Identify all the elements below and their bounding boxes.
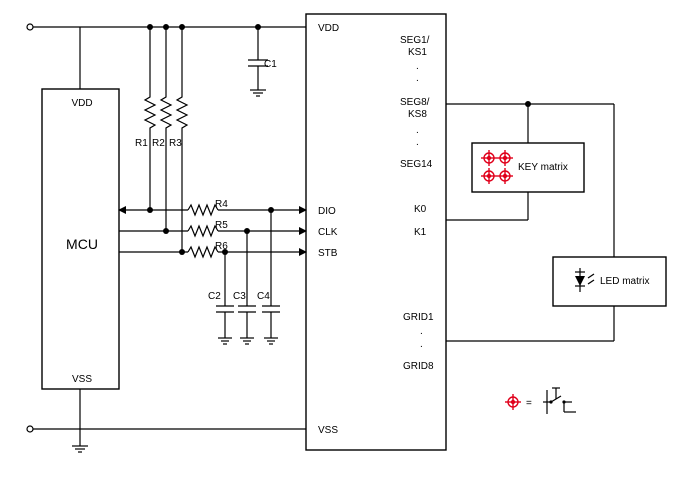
switch-icon (543, 387, 576, 414)
grid-bus-wiring (446, 306, 615, 342)
key-return-wiring (446, 192, 529, 221)
driver-ic-block: VDD VSS SEG1/ KS1 . . SEG8/ KS8 . . SEG1… (305, 13, 447, 451)
seg8-label: SEG8/ (400, 97, 430, 108)
r2-label: R2 (152, 138, 165, 149)
capacitor-c1 (248, 24, 268, 97)
c1-label: C1 (264, 59, 277, 70)
ellipsis-3: . (416, 125, 419, 136)
key-matrix-block: KEY matrix (471, 142, 585, 193)
k1-label: K1 (414, 227, 427, 238)
c3-label: C3 (233, 291, 246, 302)
mcu-vss-label: VSS (72, 374, 92, 385)
ellipsis-1: . (416, 61, 419, 72)
ks8-label: KS8 (408, 109, 427, 120)
c4-label: C4 (257, 291, 270, 302)
r1-label: R1 (135, 138, 148, 149)
r3-label: R3 (169, 138, 182, 149)
c2-label: C2 (208, 291, 221, 302)
mcu-block: VDD MCU VSS (41, 88, 120, 390)
ks1-label: KS1 (408, 47, 427, 58)
ellipsis-5: . (420, 326, 423, 337)
resistor-r2 (159, 24, 173, 234)
capacitor-c3 (238, 231, 256, 345)
ellipsis-6: . (420, 339, 423, 350)
dio-label: DIO (318, 206, 336, 217)
mcu-vdd-label: VDD (71, 98, 92, 109)
driver-vss-label: VSS (318, 425, 338, 436)
k0-label: K0 (414, 204, 427, 215)
clk-line (119, 224, 307, 238)
key-matrix-label: KEY matrix (518, 162, 568, 173)
mcu-name-label: MCU (66, 236, 98, 252)
capacitor-c2 (216, 252, 234, 345)
driver-vdd-label: VDD (318, 23, 339, 34)
legend-equals: = (526, 398, 532, 409)
resistor-r1 (143, 24, 157, 213)
stb-line (119, 245, 307, 259)
r4-label: R4 (215, 199, 228, 210)
grid1-label: GRID1 (403, 312, 434, 323)
led-matrix-label: LED matrix (600, 276, 649, 287)
led-icon (575, 268, 595, 292)
seg1-label: SEG1/ (400, 35, 430, 46)
led-matrix-block: LED matrix (552, 256, 667, 307)
vss-rail (26, 425, 306, 433)
capacitor-c4 (262, 210, 280, 345)
key-switch-icon (481, 150, 513, 184)
grid8-label: GRID8 (403, 361, 434, 372)
ellipsis-4: . (416, 137, 419, 148)
dio-line (118, 203, 307, 217)
r5-label: R5 (215, 220, 228, 231)
seg14-label: SEG14 (400, 159, 433, 170)
ellipsis-2: . (416, 73, 419, 84)
legend-key-symbol: = (505, 387, 576, 414)
clk-label: CLK (318, 227, 338, 238)
segment-bus-wiring (446, 101, 615, 257)
ground-symbol (72, 445, 88, 453)
r6-label: R6 (215, 241, 228, 252)
stb-label: STB (318, 248, 338, 259)
